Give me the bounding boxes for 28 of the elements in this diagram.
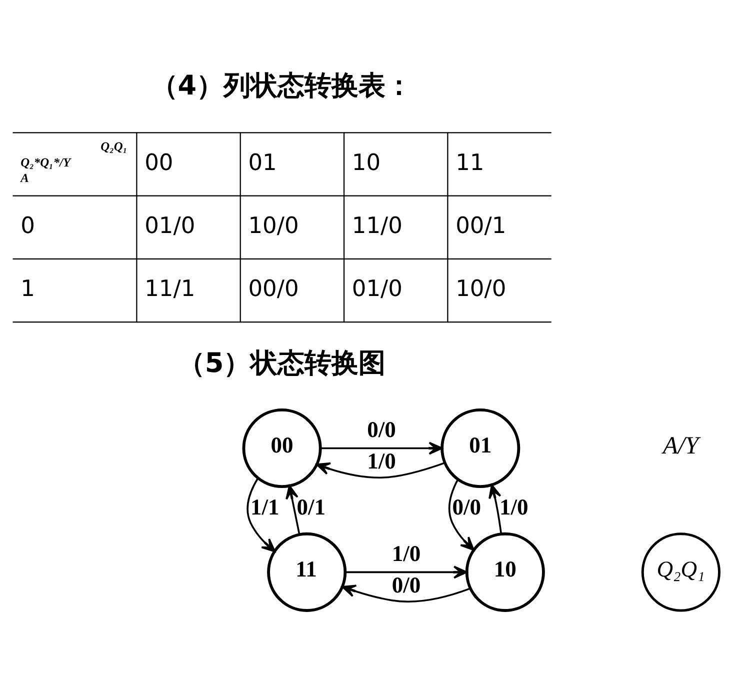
edge-label: 0/0	[367, 416, 396, 442]
edge-label: 0/0	[392, 572, 421, 598]
label: 11	[456, 150, 484, 176]
edge-label: 0/1	[296, 494, 326, 520]
label: 0	[20, 213, 35, 240]
label: A	[20, 171, 29, 186]
label: （4）列状态转换表：	[150, 70, 413, 102]
edge-label: 0/0	[452, 494, 481, 520]
label: （5）状态转换图	[178, 348, 386, 379]
label: 10/0	[248, 213, 299, 240]
label: Q₂*Q₁*/Y	[20, 155, 71, 170]
label: Q₂Q₁	[100, 140, 128, 154]
label: 01	[248, 150, 277, 176]
label: 11/1	[144, 276, 196, 302]
edge-label: 1/0	[367, 448, 396, 474]
label: 10	[352, 150, 381, 176]
edge-label: 1/0	[392, 540, 421, 566]
label: 1	[20, 276, 35, 302]
label: 10/0	[456, 276, 506, 302]
label: 11/0	[352, 213, 402, 240]
edge-label: 1/1	[250, 494, 280, 520]
label: 00	[144, 150, 174, 176]
edge-label: 1/0	[500, 494, 528, 520]
node-label: A/Y	[662, 432, 699, 460]
label: 00/1	[456, 213, 506, 240]
label: 01/0	[144, 213, 196, 240]
label: 00/0	[248, 276, 299, 302]
label: 01/0	[352, 276, 402, 302]
